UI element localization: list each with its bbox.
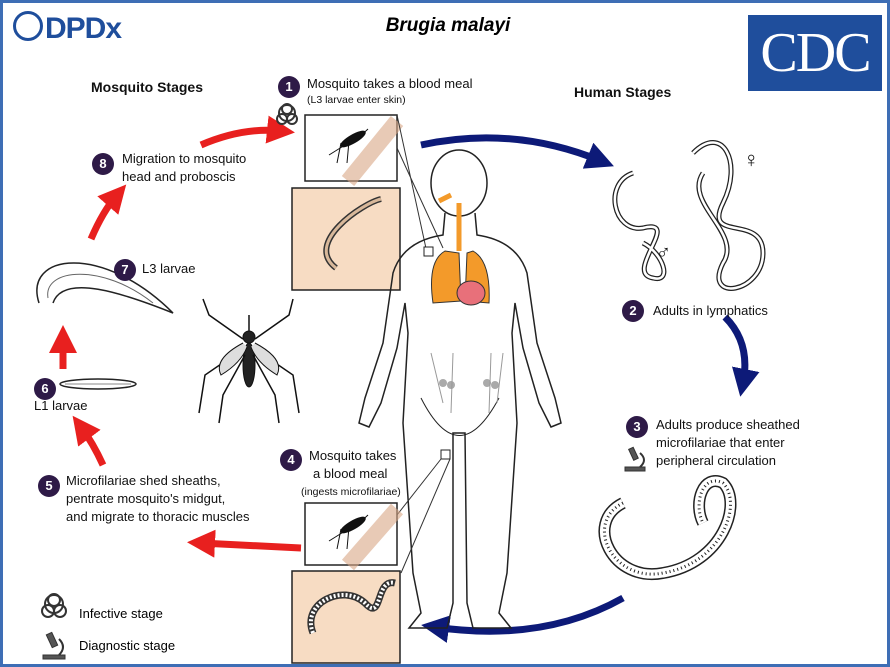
step-4-sublabel: (ingests microfilariae) <box>301 486 401 498</box>
step-5-badge: 5 <box>38 475 60 497</box>
arrow-1-to-2 <box>420 134 614 169</box>
arrow-3-to-4 <box>421 594 625 643</box>
diagram-graphics <box>36 103 766 664</box>
dpdx-logo: DPDx <box>13 11 122 46</box>
diagram-title: Brugia malayi <box>385 15 511 36</box>
step-2-label: Adults in lymphatics <box>653 303 768 318</box>
step-1-badge: 1 <box>278 76 300 98</box>
step-5-label-line3: and migrate to thoracic muscles <box>66 509 250 524</box>
step-8-badge: 8 <box>92 153 114 175</box>
male-symbol: ♂ <box>656 242 671 264</box>
arrow-5-to-6 <box>72 415 107 467</box>
human-stages-header: Human Stages <box>574 84 672 100</box>
arrow-2-to-3 <box>722 314 760 397</box>
step-2-badge: 2 <box>622 300 644 322</box>
step-1-sublabel: (L3 larvae enter skin) <box>307 94 406 106</box>
human-body <box>358 149 562 629</box>
mosquito-small-top-icon <box>328 128 369 164</box>
adult-worms-inner <box>613 141 765 290</box>
arrow-7-to-8 <box>87 184 127 241</box>
step-6-badge: 6 <box>34 378 56 400</box>
legend-diagnostic-label: Diagnostic stage <box>79 638 176 653</box>
step-5-label-line2: pentrate mosquito's midgut, <box>66 491 226 506</box>
legend-infective-label: Infective stage <box>79 606 163 621</box>
lungs <box>431 192 490 306</box>
step-3-badge: 3 <box>626 416 648 438</box>
step-3-label-line1: Adults produce sheathed <box>656 417 800 432</box>
dpdx-logo-circle-icon <box>13 11 43 41</box>
large-mosquito <box>198 298 300 424</box>
step-6-label: L1 larvae <box>34 398 88 413</box>
dpdx-logo-text: DPDx <box>45 12 122 45</box>
female-symbol: ♀ <box>743 147 760 172</box>
step-8-label-line2: head and proboscis <box>122 169 236 184</box>
skin-panel-top <box>291 114 444 291</box>
microfilaria-sheathed <box>598 475 737 581</box>
lymph-nodes <box>430 352 504 414</box>
step-7-badge: 7 <box>114 259 136 281</box>
step-8-label-line1: Migration to mosquito <box>122 151 247 166</box>
l3-larva <box>36 262 174 314</box>
legend-biohazard-icon <box>41 593 67 618</box>
mosquito-small-bottom-icon <box>328 514 369 550</box>
step-5-label-line1: Microfilariae shed sheaths, <box>66 473 221 488</box>
arrow-4-to-5 <box>187 529 302 558</box>
l1-larva <box>59 378 137 390</box>
cdc-logo: CDC <box>748 15 882 91</box>
step-7-label: L3 larvae <box>142 261 196 276</box>
step-3-label-line3: peripheral circulation <box>656 453 776 468</box>
arrow-8-to-1 <box>199 115 295 149</box>
step-3-label-line2: microfilariae that enter <box>656 435 785 450</box>
step-4-badge: 4 <box>280 449 302 471</box>
skin-panel-bottom <box>291 449 451 664</box>
step-4-label-line1: Mosquito takes <box>309 448 397 463</box>
step-1-label: Mosquito takes a blood meal <box>307 76 473 91</box>
adult-worms <box>612 140 766 291</box>
legend-microscope-icon <box>42 631 66 660</box>
step-4-label-line2: a blood meal <box>313 466 388 481</box>
step1-biohazard-icon <box>276 103 298 125</box>
mosquito-stages-header: Mosquito Stages <box>91 79 204 95</box>
step3-microscope-icon <box>624 446 646 472</box>
